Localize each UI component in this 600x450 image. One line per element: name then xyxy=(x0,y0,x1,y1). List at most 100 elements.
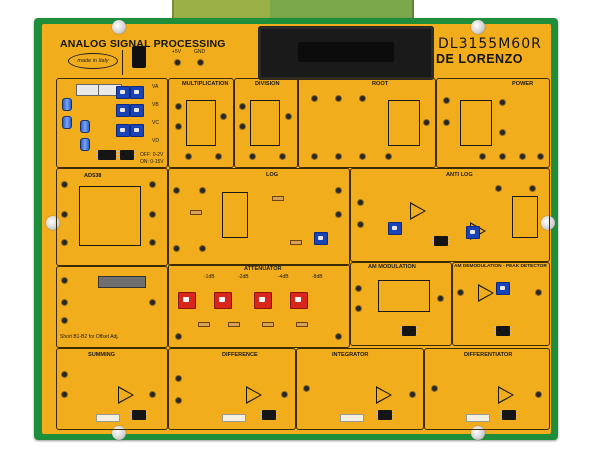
jumper-bracket xyxy=(466,414,490,422)
range-label-on: ON: 0-15V xyxy=(140,159,164,165)
jack[interactable] xyxy=(62,278,67,283)
attenuator-switch-1[interactable] xyxy=(178,292,196,309)
jack[interactable] xyxy=(336,96,341,101)
trim-pot[interactable] xyxy=(130,124,144,137)
jack[interactable] xyxy=(356,286,361,291)
jack[interactable] xyxy=(336,188,341,193)
att-step-3: -4dB xyxy=(278,274,289,280)
module-attenuator xyxy=(168,264,350,348)
jack[interactable] xyxy=(336,212,341,217)
jack[interactable] xyxy=(186,154,191,159)
trim-pot[interactable] xyxy=(116,104,130,117)
jack[interactable] xyxy=(536,392,541,397)
jack[interactable] xyxy=(150,392,155,397)
jack[interactable] xyxy=(360,154,365,159)
jack[interactable] xyxy=(200,188,205,193)
jack[interactable] xyxy=(176,398,181,403)
jack[interactable] xyxy=(250,154,255,159)
jack[interactable] xyxy=(176,104,181,109)
jack[interactable] xyxy=(240,124,245,129)
jack[interactable] xyxy=(62,392,67,397)
divider-block xyxy=(250,100,280,146)
jack[interactable] xyxy=(176,376,181,381)
jack[interactable] xyxy=(444,120,449,125)
opamp-symbol xyxy=(478,284,494,302)
dc-power-jack[interactable] xyxy=(132,46,146,68)
jack[interactable] xyxy=(336,334,341,339)
jack[interactable] xyxy=(150,240,155,245)
label-division: DIVISION xyxy=(255,81,280,87)
attenuator-switch-2[interactable] xyxy=(214,292,232,309)
jack[interactable] xyxy=(336,154,341,159)
jack[interactable] xyxy=(312,154,317,159)
label-attenuator: ATTENUATOR xyxy=(244,266,282,272)
jack[interactable] xyxy=(480,154,485,159)
jack[interactable] xyxy=(312,96,317,101)
jack[interactable] xyxy=(62,372,67,377)
attenuator-switch-4[interactable] xyxy=(290,292,308,309)
jack[interactable] xyxy=(358,222,363,227)
log-block xyxy=(222,192,248,238)
trim-pot[interactable] xyxy=(116,86,130,99)
jack[interactable] xyxy=(62,212,67,217)
jack[interactable] xyxy=(538,154,543,159)
multiplier-block xyxy=(186,100,216,146)
wire-trace xyxy=(122,50,123,75)
opamp-symbol xyxy=(118,386,134,404)
jack[interactable] xyxy=(150,300,155,305)
jack[interactable] xyxy=(176,124,181,129)
ad538-block xyxy=(79,186,141,246)
jack[interactable] xyxy=(304,386,309,391)
resistor xyxy=(262,322,274,327)
ic-chip xyxy=(118,150,136,160)
jack[interactable] xyxy=(240,104,245,109)
jack[interactable] xyxy=(520,154,525,159)
jack[interactable] xyxy=(500,154,505,159)
source-label-va: VA xyxy=(152,84,159,90)
jack[interactable] xyxy=(150,182,155,187)
trim-pot[interactable] xyxy=(130,104,144,117)
jack[interactable] xyxy=(216,154,221,159)
jack[interactable] xyxy=(410,392,415,397)
label-multiplication: MULTIPLICATION xyxy=(182,81,229,87)
trim-pot[interactable] xyxy=(496,282,510,295)
jack[interactable] xyxy=(536,290,541,295)
dip-switch[interactable] xyxy=(96,150,118,160)
jack[interactable] xyxy=(360,96,365,101)
attenuator-switch-3[interactable] xyxy=(254,292,272,309)
trim-pot[interactable] xyxy=(466,226,480,239)
jack[interactable] xyxy=(458,290,463,295)
jack[interactable] xyxy=(500,130,505,135)
jack[interactable] xyxy=(176,334,181,339)
jack[interactable] xyxy=(62,182,67,187)
trim-pot[interactable] xyxy=(130,86,144,99)
jack[interactable] xyxy=(386,154,391,159)
jack[interactable] xyxy=(174,246,179,251)
jack[interactable] xyxy=(221,114,226,119)
jack[interactable] xyxy=(174,188,179,193)
jack[interactable] xyxy=(62,318,67,323)
jack[interactable] xyxy=(358,200,363,205)
jack[interactable] xyxy=(496,186,501,191)
trim-pot[interactable] xyxy=(314,232,328,245)
jack[interactable] xyxy=(282,392,287,397)
jack[interactable] xyxy=(424,120,429,125)
trim-pot[interactable] xyxy=(388,222,402,235)
jack[interactable] xyxy=(286,114,291,119)
jack[interactable] xyxy=(444,98,449,103)
jack[interactable] xyxy=(280,154,285,159)
jack[interactable] xyxy=(530,186,535,191)
jack[interactable] xyxy=(200,246,205,251)
jack[interactable] xyxy=(438,296,443,301)
trim-pot[interactable] xyxy=(116,124,130,137)
jack[interactable] xyxy=(500,100,505,105)
jack[interactable] xyxy=(356,306,361,311)
jack-gnd[interactable] xyxy=(198,60,203,65)
jack[interactable] xyxy=(150,212,155,217)
jack[interactable] xyxy=(62,240,67,245)
label-difference: DIFFERENCE xyxy=(222,352,258,358)
jack[interactable] xyxy=(62,300,67,305)
jack[interactable] xyxy=(432,386,437,391)
jack-5v[interactable] xyxy=(175,60,180,65)
am-mod-block xyxy=(378,280,430,312)
